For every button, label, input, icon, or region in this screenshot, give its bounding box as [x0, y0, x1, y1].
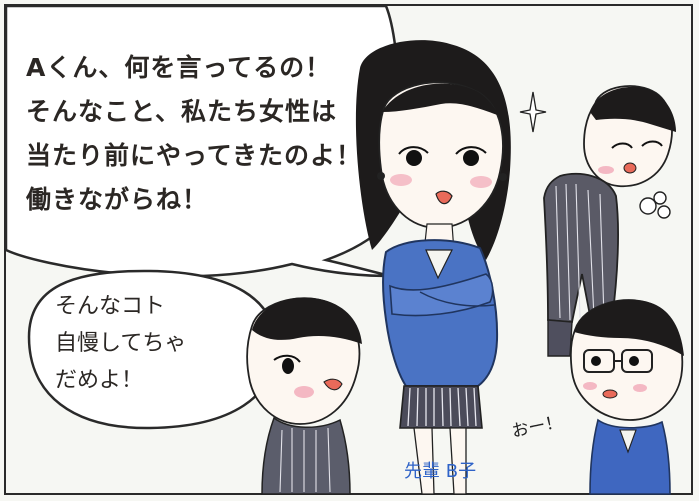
left-woman [246, 297, 362, 495]
woman-b-ko [355, 40, 511, 495]
character-caption: 先輩 B子 [404, 461, 477, 482]
bowing-man [543, 85, 676, 357]
speech-bubble-1-text: Aくん、何を言ってるの！ そんなこと、私たち女性は 当たり前にやってきたのよ！ … [26, 53, 363, 214]
glasses-man [569, 299, 684, 495]
speech-bubble-2-text: そんなコト 自慢してちゃ だめよ！ [55, 294, 187, 393]
sparkle-icon [519, 91, 547, 133]
